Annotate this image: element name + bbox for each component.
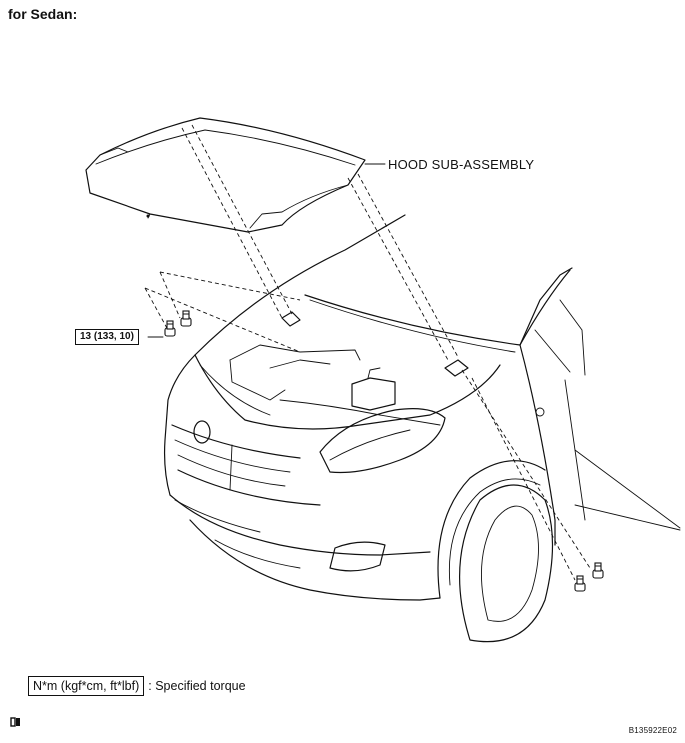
torque-units-box: N*m (kgf*cm, ft*lbf) xyxy=(28,676,145,696)
torque-spec-box: 13 (133, 10) xyxy=(75,329,139,345)
torque-legend-description: : Specified torque xyxy=(148,679,246,693)
alignment-lines xyxy=(144,124,591,581)
torque-legend: N*m (kgf*cm, ft*lbf) : Specified torque xyxy=(28,676,246,696)
hood-sub-assembly-drawing xyxy=(85,117,366,233)
bolts-left xyxy=(164,310,192,337)
page-heading: for Sedan: xyxy=(8,6,78,22)
bolt-icon xyxy=(180,310,192,327)
hood-sub-assembly-label: HOOD SUB-ASSEMBLY xyxy=(388,157,535,172)
bolt-icon xyxy=(574,575,586,592)
illustration-code: B135922E02 xyxy=(628,726,677,735)
bolts-right xyxy=(574,562,604,592)
bolt-icon xyxy=(164,320,176,337)
bolt-icon xyxy=(592,562,604,579)
vehicle-body-drawing xyxy=(163,214,681,643)
book-icon xyxy=(10,716,22,731)
